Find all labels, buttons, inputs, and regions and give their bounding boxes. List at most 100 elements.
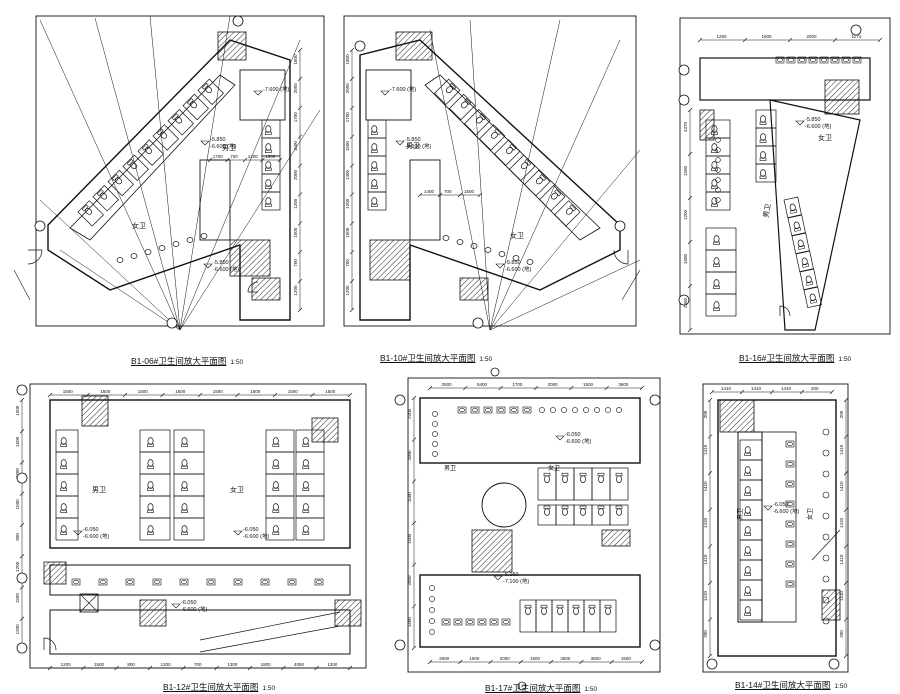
- toilet-bowl: [589, 607, 595, 615]
- dimension-tick: [349, 192, 355, 197]
- sink-bowl: [459, 407, 465, 413]
- toilet-bowl: [147, 503, 154, 511]
- toilet-tank: [264, 167, 272, 171]
- toilet-bowl: [573, 607, 579, 615]
- toilet-bowl: [272, 459, 279, 467]
- toilet-stall-box: [799, 268, 818, 291]
- toilet-stall: [509, 154, 536, 182]
- toilet-fixture: [759, 115, 767, 125]
- toilet-tank: [370, 167, 378, 171]
- dimension-text: 1600: [762, 34, 773, 39]
- toilet-tank: [759, 139, 767, 143]
- dimension-tick: [609, 659, 614, 665]
- dimension-tick: [297, 134, 303, 139]
- toilet-stall-box: [509, 154, 536, 182]
- toilet-tank: [711, 149, 718, 153]
- toilet-fixture: [744, 446, 752, 456]
- toilet-tank: [713, 307, 720, 311]
- dimension-tick: [707, 470, 713, 476]
- toilet-tank: [615, 505, 623, 509]
- elevation-text: -5.850: [213, 260, 229, 266]
- axis-bubble: [828, 658, 840, 670]
- toilet-fixture: [147, 459, 154, 469]
- room-label-male: 男卫: [737, 508, 744, 520]
- sink-basin: [470, 406, 480, 414]
- urinal: [822, 449, 830, 457]
- urinal: [429, 618, 435, 624]
- sink-fixture: [785, 540, 795, 548]
- toilet-fixture: [521, 158, 532, 170]
- elevation-mark: -6.050-6.600 (地): [555, 432, 591, 445]
- toilet-tank: [524, 604, 532, 609]
- toilet-tank: [810, 299, 818, 304]
- urinal: [429, 585, 435, 591]
- toilet-bowl: [801, 257, 808, 266]
- sheet-frame: [679, 17, 891, 335]
- sink-fixture: [785, 500, 795, 508]
- ramp-line: [199, 611, 341, 641]
- sink-basin: [808, 56, 818, 64]
- dimension-text: 4370: [683, 121, 688, 132]
- toilet-fixture: [711, 179, 718, 189]
- sink-bowl: [787, 541, 793, 547]
- sink-basin: [785, 440, 795, 448]
- plan-b1-10: -7.600 (地)-5.850-6.600 (地)-5.850-6.600 (…: [343, 15, 641, 331]
- room-label-female: 女卫: [806, 508, 814, 520]
- toilet-fixture: [60, 503, 68, 513]
- sink-bowl: [498, 407, 504, 413]
- toilet-tank: [370, 149, 378, 153]
- toilet-tank: [615, 472, 623, 477]
- dimension-text: 1200: [248, 154, 259, 159]
- toilet-stall: [795, 250, 814, 273]
- toilet-tank: [554, 189, 562, 197]
- dimension-text: 1410: [703, 517, 708, 528]
- toilet-bowl: [147, 525, 154, 533]
- grid-line: [179, 15, 231, 331]
- dimension-tick: [579, 659, 584, 665]
- dimension-tick: [19, 429, 25, 434]
- toilet-stall: [265, 429, 295, 453]
- elevation-text: -5.850: [210, 137, 226, 143]
- toilet-fixture: [181, 525, 188, 535]
- dimension-text: 2500: [442, 382, 453, 387]
- lower-room: [419, 574, 641, 648]
- sink-fixture: [501, 618, 511, 626]
- axis-bubble: [16, 472, 28, 484]
- dimension-text: 3600: [591, 656, 602, 661]
- dimension-tick: [19, 522, 25, 528]
- dimension-text: 1200: [15, 468, 20, 479]
- sink-basin: [785, 560, 795, 568]
- dimension-tick: [417, 192, 423, 198]
- toilet-bowl: [190, 101, 197, 109]
- toilet-fixture: [579, 472, 587, 483]
- toilet-tank: [370, 131, 378, 135]
- toilet-fixture: [536, 174, 547, 185]
- toilet-stall-box: [795, 250, 814, 273]
- elevation-text: -7.600 (地): [390, 85, 416, 93]
- dimension-tick: [349, 47, 355, 53]
- sink-basin: [260, 578, 270, 586]
- sink-fixture: [71, 578, 81, 586]
- toilet-fixture: [556, 604, 564, 615]
- dimension-text: 1410: [839, 481, 844, 492]
- column-hatch: [81, 395, 109, 427]
- toilet-fixture: [797, 239, 806, 250]
- dimension-tick: [687, 239, 693, 245]
- toilet-tank: [272, 465, 280, 469]
- sink-basin: [786, 56, 796, 64]
- sink-fixture: [314, 578, 324, 586]
- toilet-stall: [173, 473, 205, 497]
- caption-title: B1-17#卫生间放大平面图: [485, 683, 581, 693]
- toilet-stall: [739, 579, 763, 601]
- dimension-tick: [787, 37, 793, 43]
- toilet-fixture: [711, 197, 718, 207]
- toilet-stall-box: [494, 139, 521, 166]
- corridor: [761, 431, 797, 623]
- elevation-mark: -5.850-6.600 (地): [795, 117, 831, 130]
- round-column: [481, 482, 527, 528]
- toilet-tank: [711, 203, 718, 207]
